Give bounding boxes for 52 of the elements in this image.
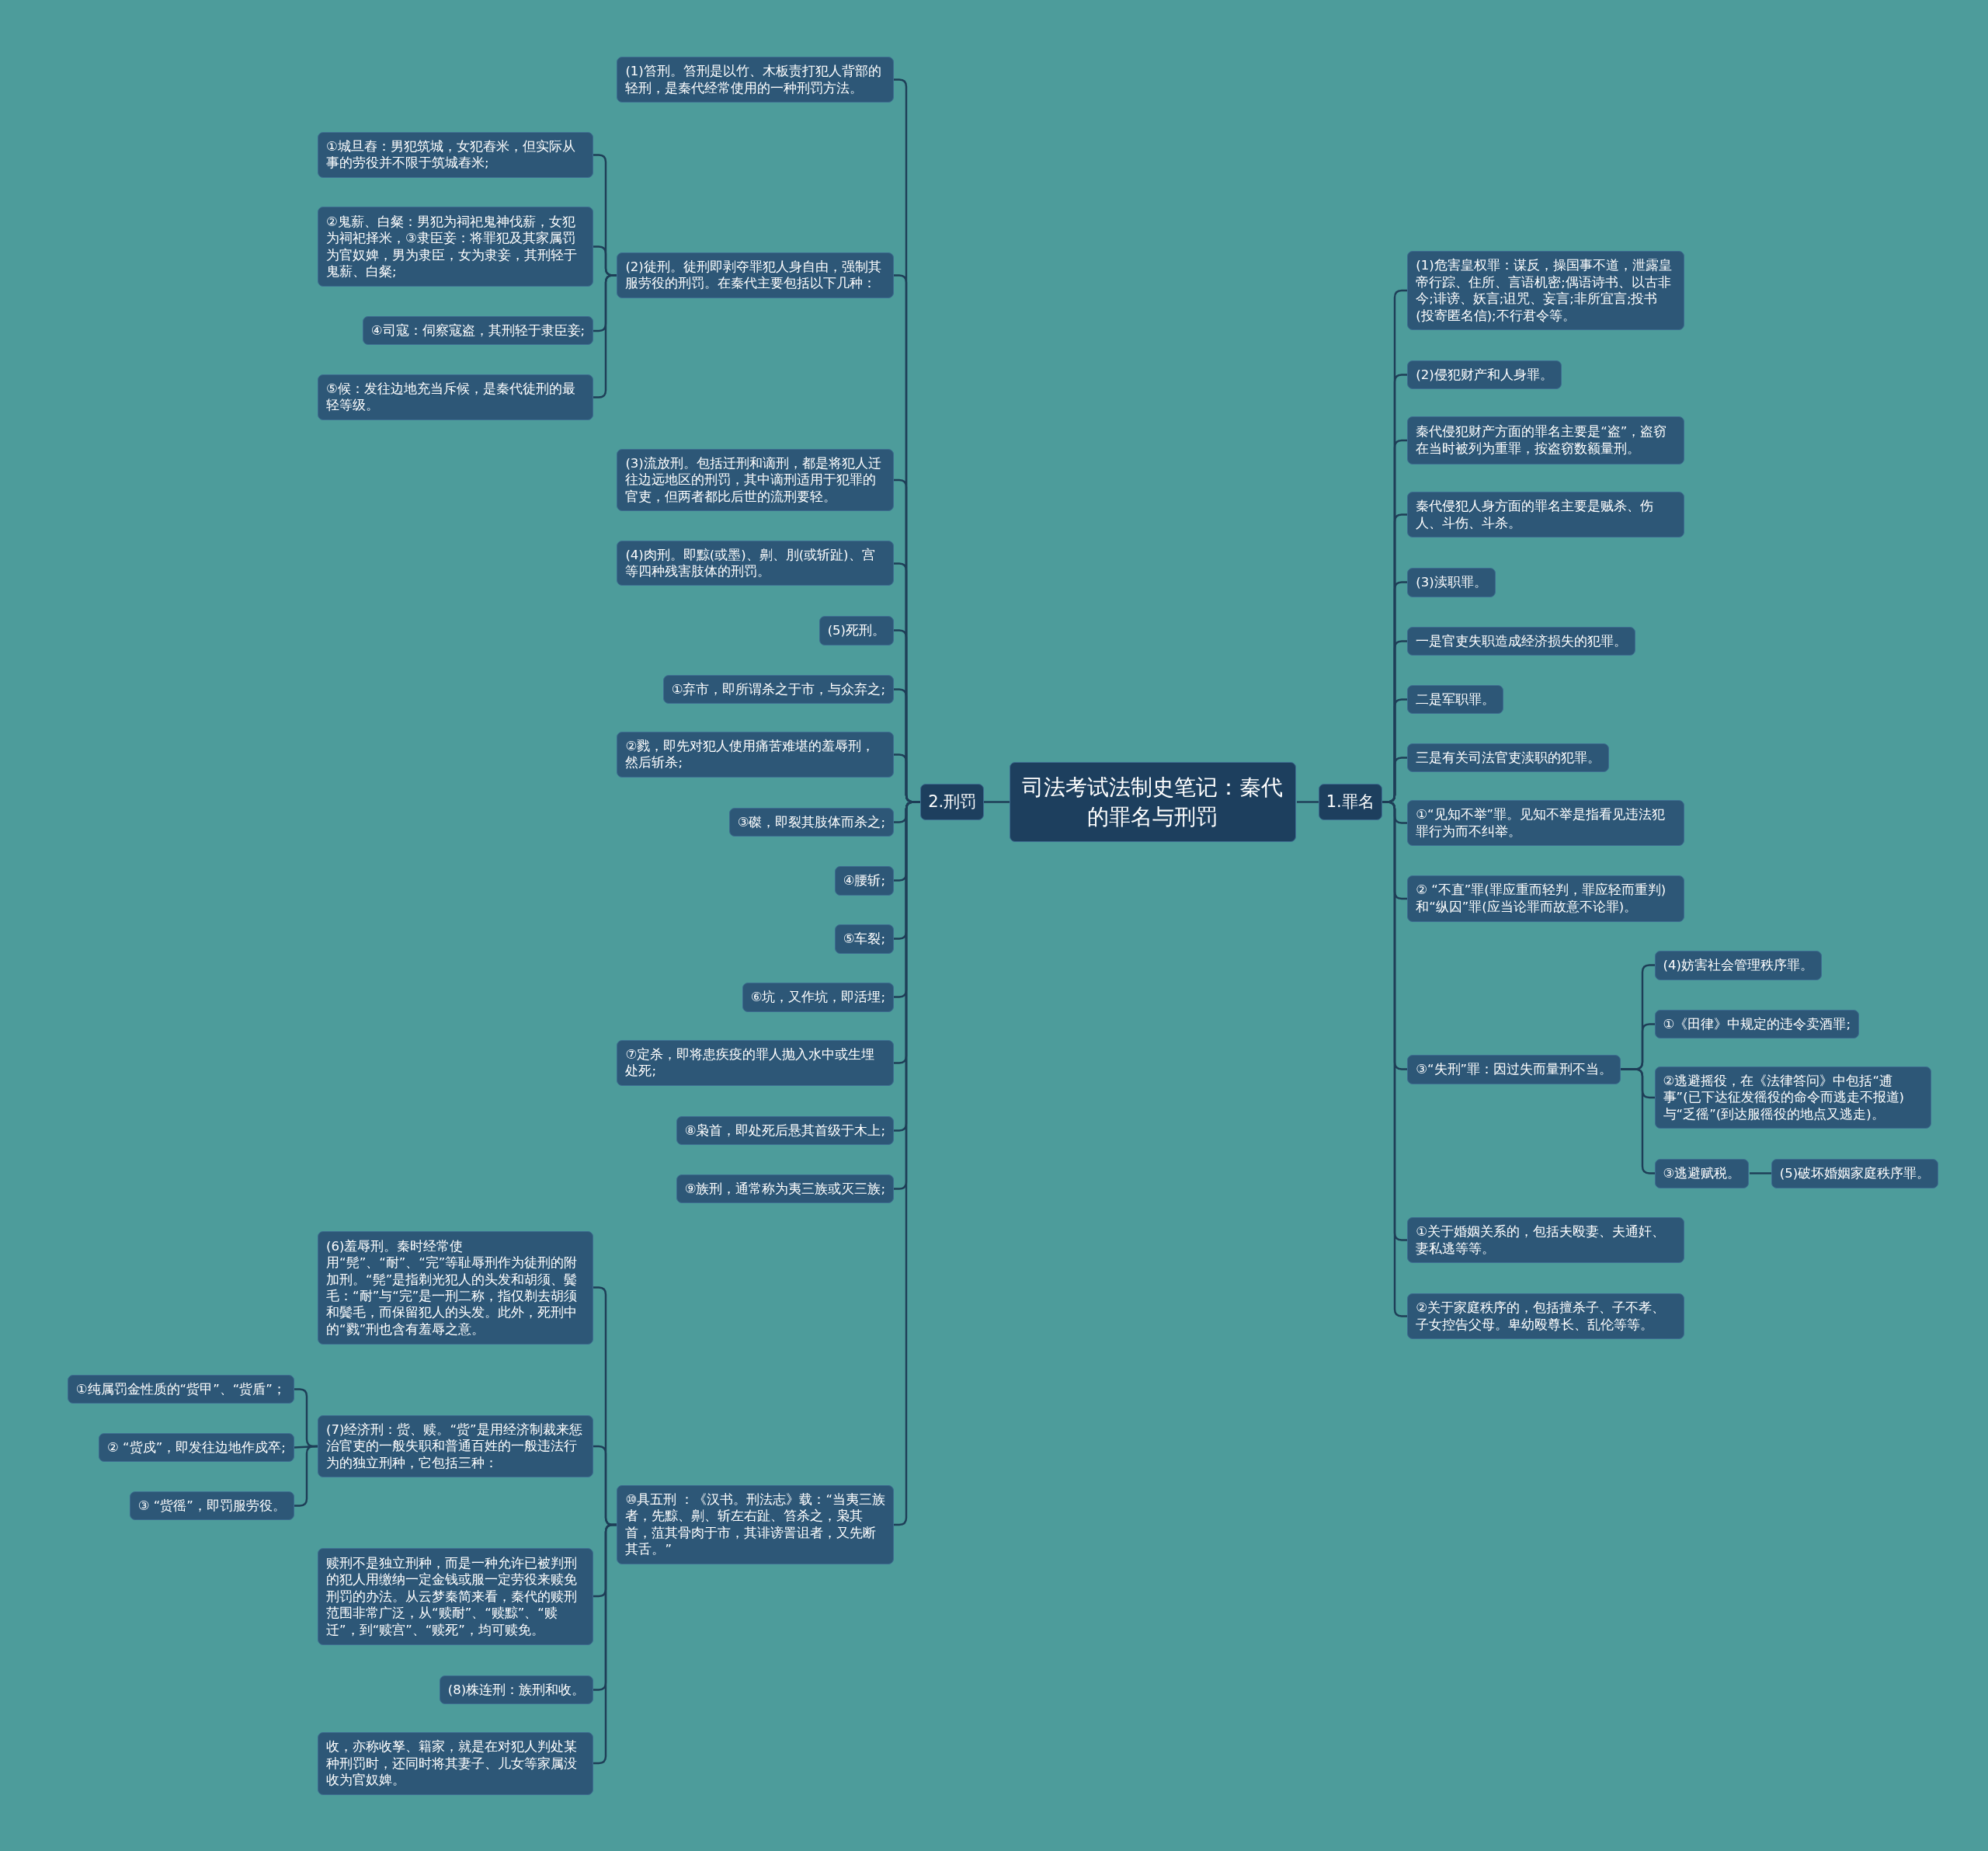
topic-box: (4)肉刑。即黥(或墨)、劓、刖(或斩趾)、宫等四种残害肢体的刑罚。: [617, 540, 895, 586]
branch-topic-box: 2.刑罚: [920, 783, 984, 821]
connector-line: [1750, 1172, 1771, 1174]
topic-box: 秦代侵犯人身方面的罪名主要是贼杀、伤人、斗伤、斗杀。: [1407, 492, 1684, 538]
topic-box: ②关于家庭秩序的，包括擅杀子、子不孝、子女控告父母。卑幼殴尊长、乱伦等等。: [1407, 1293, 1684, 1340]
topic-box: ⑤车裂;: [834, 924, 895, 954]
topic-box: 收，亦称收孥、籍家，就是在对犯人判处某种刑罚时，还同时将其妻子、儿女等家属没收为官奴婢。: [318, 1732, 594, 1795]
topic-box: (2)徒刑。徒刑即剥夺罪犯人身自由，强制其服劳役的刑罚。在秦代主要包括以下几种：: [617, 252, 895, 298]
topic-box: (5)死刑。: [818, 616, 895, 645]
topic-box: (3)渎职罪。: [1407, 568, 1496, 597]
topic-box: (3)流放刑。包括迁刑和谪刑，都是将犯人迁往边远地区的刑罚，其中谪刑适用于犯罪的官吏，但两者都比后世的流刑要轻。: [617, 448, 895, 512]
topic-box: ③逃避赋税。: [1654, 1159, 1750, 1188]
topic-box: ④腰斩;: [834, 866, 895, 896]
topic-box: ② “赀戍”，即发往边地作戍卒;: [99, 1432, 294, 1463]
topic-box: ②逃避摇役，在《法律答问》中包括“逋事”(已下达征发徭役的命令而逃走不报道)与“乏徭”(到达服徭役的地点又逃走)。: [1654, 1066, 1932, 1129]
topic-box: ⑧枭首，即处死后悬其首级于木上;: [676, 1115, 895, 1146]
topic-box: (7)经济刑：赀、赎。“赀”是用经济制裁来惩治官吏的一般失职和普通百姓的一般违法行为的独立刑种，它包括三种：: [318, 1415, 594, 1478]
connector-line: [593, 1523, 617, 1765]
topic-box: ①《田律》中规定的违令卖酒罪;: [1654, 1009, 1859, 1039]
topic-box: ⑨族刑，通常称为夷三族或灭三族;: [676, 1174, 895, 1204]
topic-box: ④司寇：伺察寇盗，其刑轻于隶臣妾;: [362, 315, 594, 346]
topic-box: 三是有关司法官吏渎职的犯罪。: [1407, 743, 1610, 773]
topic-box: ⑤候：发往边地充当斥候，是秦代徒刑的最轻等级。: [318, 374, 594, 420]
topic-box: (5)破坏婚姻家庭秩序罪。: [1771, 1159, 1939, 1188]
topic-box: ⑦定杀，即将患疾疫的罪人抛入水中或生埋处死;: [617, 1039, 895, 1086]
topic-box: (8)株连刑：族刑和收。: [439, 1675, 594, 1705]
topic-box: ② “不直”罪(罪应重而轻判，罪应轻而重判)和“纵囚”罪(应当论罪而故意不论罪)。: [1407, 875, 1684, 922]
topic-box: ①城旦舂：男犯筑城，女犯舂米，但实际从事的劳役并不限于筑城舂米;: [318, 131, 594, 178]
topic-box: (1)笞刑。笞刑是以竹、木板责打犯人背部的轻刑，是秦代经常使用的一种刑罚方法。: [617, 57, 895, 103]
topic-box: ②戮，即先对犯人使用痛苦难堪的羞辱刑，然后斩杀;: [617, 732, 895, 778]
branch-topic-box: 1.罪名: [1318, 783, 1382, 821]
topic-box: 二是军职罪。: [1407, 684, 1504, 715]
topic-box: ⑩具五刑 ：《汉书。刑法志》载：“当夷三族者，先黥、劓、斩左右趾、笞杀之，枭其首，菹其骨肉于市，其诽谤詈诅者，又先断其舌。”: [617, 1484, 895, 1564]
topic-box: (4)妨害社会管理秩序罪。: [1654, 951, 1822, 980]
topic-box: ①关于婚姻关系的，包括夫殴妻、夫通奸、妻私逃等等。: [1407, 1217, 1684, 1264]
connector-line: [1297, 801, 1319, 803]
topic-box: 赎刑不是独立刑种，而是一种允许已被判刑的犯人用缴纳一定金钱或服一定劳役来赎免刑罚的办法。从云梦秦简来看，秦代的赎刑范围非常广泛，从“赎耐”、“赎黥”、“赎迁”，到“赎宫”、“赎死”，均可赎免。: [318, 1548, 594, 1645]
topic-box: ⑥坑，又作坑，即活埋;: [742, 983, 895, 1012]
connector-line: [984, 801, 1010, 803]
central-topic-box: 司法考试法制史笔记：秦代的罪名与刑罚: [1009, 762, 1297, 843]
topic-box: ①“见知不举”罪。见知不举是指看见违法犯罪行为而不纠举。: [1407, 800, 1684, 847]
topic-box: (2)侵犯财产和人身罪。: [1407, 360, 1562, 390]
topic-box: ③ “赀徭”，即罚服劳役。: [129, 1491, 294, 1521]
topic-box: ①弃市，即所谓杀之于市，与众弃之;: [662, 674, 895, 704]
topic-box: ③“失刑”罪：因过失而量刑不当。: [1407, 1055, 1621, 1084]
topic-box: ②鬼薪、白粲：男犯为祠祀鬼神伐薪，女犯为祠祀择米，③隶臣妾：将罪犯及其家属罚为官奴婢，男为隶臣，女为隶妾，其刑轻于鬼薪、白粲;: [318, 207, 594, 287]
topic-box: 一是官吏失职造成经济损失的犯罪。: [1407, 626, 1636, 656]
topic-box: (6)羞辱刑。秦时经常使用“髡”、“耐”、“完”等耻辱刑作为徒刑的附加刑。“髡”是指剃光犯人的头发和胡须、鬓毛：“耐”与“完”是一刑二称，指仅剃去胡须和鬓毛，而保留犯人的头发。此外，死刑中的“戮”刑也含有羞辱之意。: [318, 1231, 594, 1345]
topic-box: ③磔，即裂其肢体而杀之;: [728, 808, 895, 837]
topic-box: 秦代侵犯财产方面的罪名主要是“盗”，盗窃在当时被列为重罪，按盗窃数额量刑。: [1407, 416, 1684, 464]
topic-box: (1)危害皇权罪：谋反，操国事不道，泄露皇帝行踪、住所、言语机密;偶语诗书、以古非今;诽谤、妖言;诅咒、妄言;非所宜言;投书(投寄匿名信);不行君令等。: [1407, 251, 1684, 330]
topic-box: ①纯属罚金性质的“赀甲”、“赀盾”；: [67, 1374, 294, 1404]
